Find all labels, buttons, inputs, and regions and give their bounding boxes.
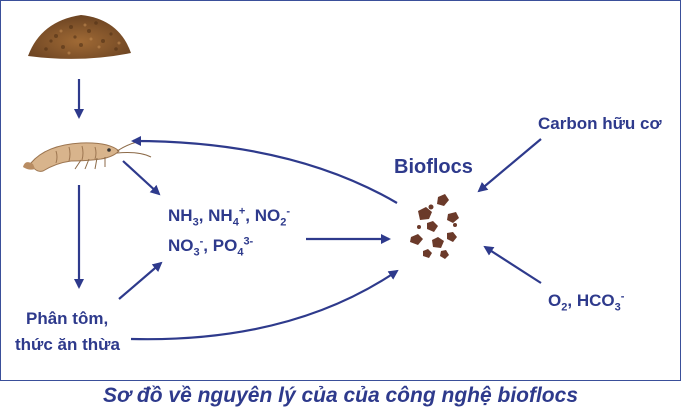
arrow-waste-to-bioflocs [130,269,399,341]
shrimp-icon [23,140,152,172]
feed-pellets-icon [28,15,131,59]
formula-term: PO43- [212,235,254,259]
oxygen-label: O2, HCO3- [548,290,625,314]
diagram-canvas [23,15,542,341]
waste-label-line1: Phân tôm, [26,309,109,328]
floc-particles-icon [410,194,459,259]
formula-term: NH4+, [208,205,255,229]
arrow-shrimp-to-nutrients [122,160,161,196]
figure-caption: Sơ đồ về nguyên lý của của công nghệ bio… [102,384,578,407]
arrow-carbon-to-bioflocs [477,138,542,193]
formula-term: NH3, [168,206,209,229]
flow-arrows [74,79,542,341]
formula-term: HCO3- [576,290,625,314]
bioflocs-label: Bioflocs [394,156,473,178]
waste-label-line2: thức ăn thừa [15,335,120,354]
formula-term: NO2- [254,205,291,229]
arrow-waste-to-nutrients [118,261,163,300]
nutrients-line1: NH3, NH4+, NO2- [168,205,291,229]
carbon-label: Carbon hữu cơ [538,114,662,133]
diagram-frame: Bioflocs Carbon hữu cơ Phân tôm, thức ăn… [0,0,681,381]
arrow-oxygen-to-bioflocs [483,245,542,284]
formula-term: O2, [548,291,577,314]
nutrients-line2: NO3-, PO43- [168,235,254,259]
formula-term: NO3-, [168,235,213,259]
arrow-bioflocs-to-shrimp [131,136,398,204]
